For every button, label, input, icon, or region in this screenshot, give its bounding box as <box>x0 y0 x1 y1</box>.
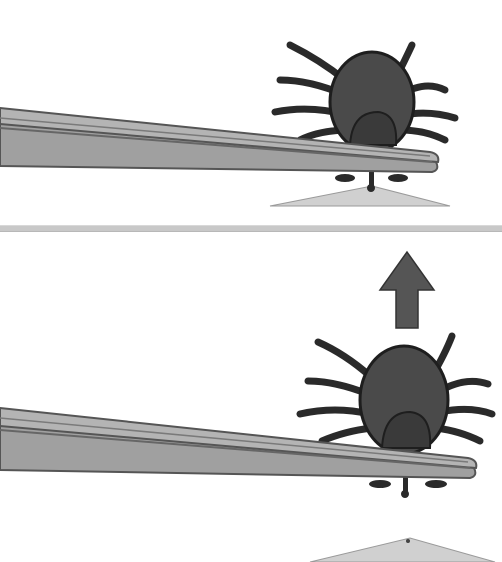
tick-mouthparts <box>369 476 447 498</box>
tick-mouthparts <box>335 170 408 192</box>
grasp-illustration <box>0 0 502 222</box>
skin-surface <box>270 186 450 206</box>
panel-pull-tick <box>0 236 502 562</box>
up-arrow-icon <box>380 252 434 328</box>
bite-mark <box>406 539 410 543</box>
panel-divider <box>0 225 502 232</box>
skin-surface <box>310 538 495 562</box>
panel-grasp-tick <box>0 0 502 222</box>
pull-illustration <box>0 236 502 562</box>
